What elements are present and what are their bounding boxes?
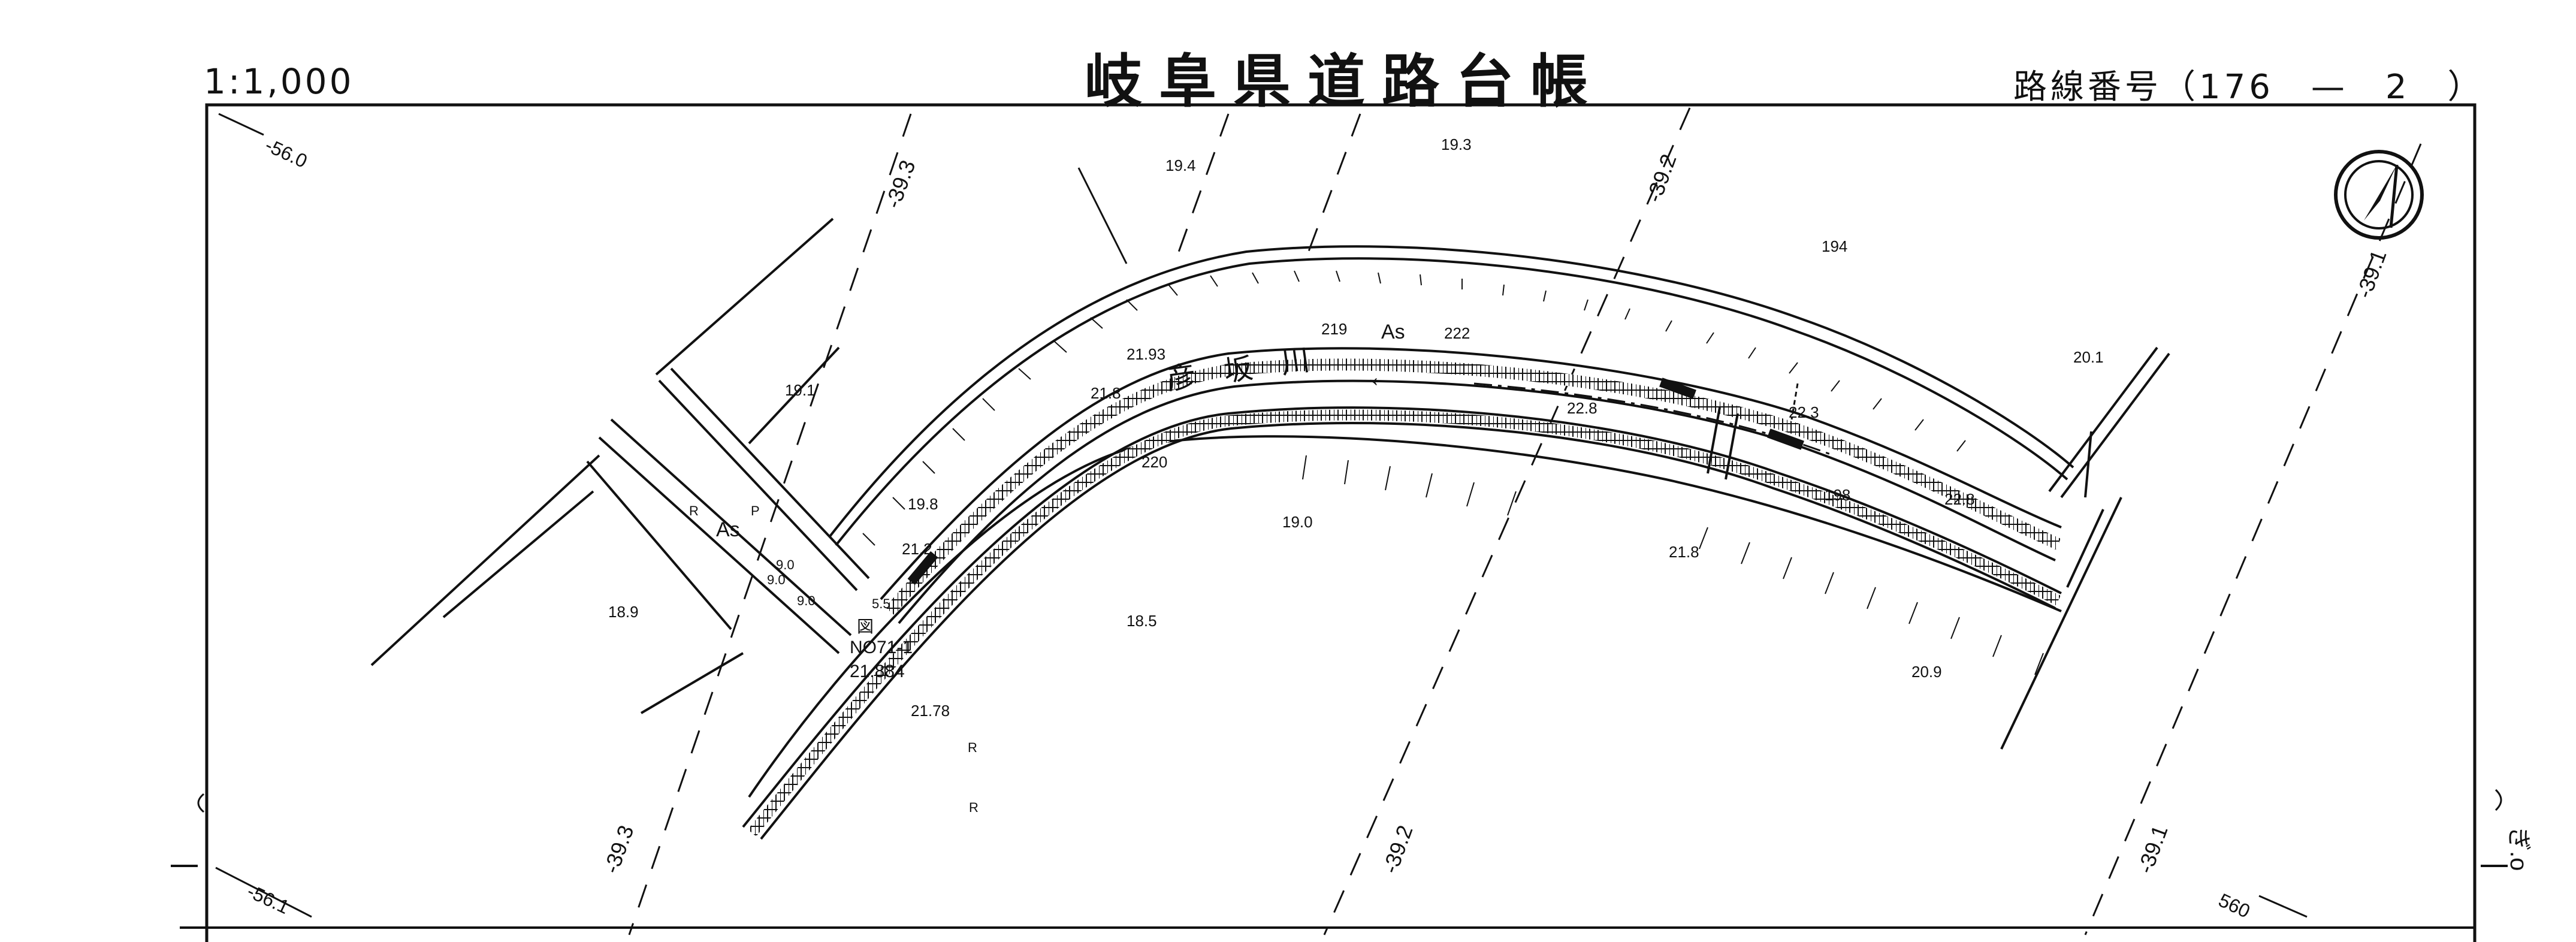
culvert (1659, 378, 1696, 399)
slope-hatching (862, 270, 1966, 546)
surface-label: As (1381, 321, 1405, 343)
road-outer-edges (748, 245, 2074, 798)
fence (1707, 407, 1721, 474)
elevation-label: 21.2 (902, 540, 932, 558)
bridge (2000, 346, 2170, 750)
fence (1725, 413, 1739, 480)
elevation-label: 220 (1141, 453, 1167, 471)
width-label: 9.0 (776, 557, 795, 572)
elevation-label: 21.93 (1127, 345, 1165, 363)
elevation-label: 19.8 (908, 495, 938, 513)
grid-lines (628, 107, 2422, 935)
river-centerline (1473, 382, 1834, 457)
culvert (907, 551, 938, 585)
elevation-label: 22.8 (1567, 399, 1597, 417)
benchmark-symbol: 図 (857, 617, 874, 636)
grid-corner-tick (218, 113, 264, 136)
surface-label: As (716, 518, 740, 541)
route-number: 路線番号（176 — 2 ） (2013, 68, 2485, 107)
map-symbols: As As R R R P 9.0 9.0 9.0 5.5 (689, 321, 1405, 815)
grid-label: -39.2 (1378, 822, 1418, 877)
elevation-label: 21.8 (1669, 543, 1699, 561)
elevation-label: 21.8 (1091, 384, 1121, 402)
elevation-label: 222 (1444, 324, 1470, 342)
margin-paren (197, 793, 204, 813)
symbol-label: R (689, 503, 699, 518)
elevation-points: 19.4 19.3 194 20.1 19.1 18.9 19.8 21.2 2… (608, 135, 2104, 720)
elevation-label: 20.1 (2073, 348, 2104, 366)
margin-paren (2495, 789, 2502, 811)
river-channel (742, 347, 2062, 840)
grid-label: -39.2 (1641, 151, 1681, 206)
elevation-label: 219 (1321, 320, 1347, 338)
width-label: 9.0 (767, 572, 786, 587)
side-road (370, 218, 870, 714)
grid-corner-tick (215, 866, 312, 918)
culvert (1767, 428, 1804, 450)
width-label: 9.0 (797, 593, 816, 608)
branch-line (1077, 167, 1128, 264)
elevation-label: 22.8 (1944, 490, 1975, 508)
elevation-label: 20.9 (1911, 663, 1942, 681)
slope-hatching (1302, 455, 2044, 675)
map-frame (205, 103, 2477, 942)
elevation-label: 19.4 (1165, 156, 1196, 174)
grid-label: -39.1 (2351, 247, 2391, 301)
elevation-label: 19.0 (1282, 513, 1313, 531)
symbol-label: R (968, 740, 977, 755)
margin-note: ぎ.o (2505, 827, 2532, 871)
grid-label: 560 (2215, 889, 2254, 922)
benchmark-name: NO71-1 (850, 638, 913, 657)
grid-label: -56.0 (262, 134, 310, 172)
map-scale: 1:1,000 (204, 61, 354, 102)
symbol-label: R (969, 800, 979, 815)
elevation-label: 198 (1825, 486, 1850, 504)
elevation-label: 21.78 (911, 702, 950, 720)
grid-label: -39.1 (2133, 822, 2173, 877)
benchmark-elevation: 21.884 (850, 662, 905, 681)
north-arrow-icon (2334, 150, 2424, 240)
elevation-label: 22.3 (1789, 403, 1819, 421)
grid-label: -39.3 (599, 822, 639, 877)
elevation-label: 19.1 (785, 381, 816, 399)
flow-arrow: ← (1366, 361, 1395, 393)
elevation-label: 18.9 (608, 603, 639, 621)
fence (1790, 383, 1799, 420)
width-label: 5.5 (872, 596, 890, 611)
elevation-label: 18.5 (1127, 612, 1157, 630)
symbol-label: P (751, 503, 760, 518)
elevation-label: 194 (1822, 237, 1847, 255)
elevation-label: 19.3 (1441, 135, 1472, 153)
grid-corner-tick (2258, 895, 2308, 918)
grid-label: -39.3 (880, 157, 920, 212)
grid-label: -56.1 (244, 880, 292, 918)
